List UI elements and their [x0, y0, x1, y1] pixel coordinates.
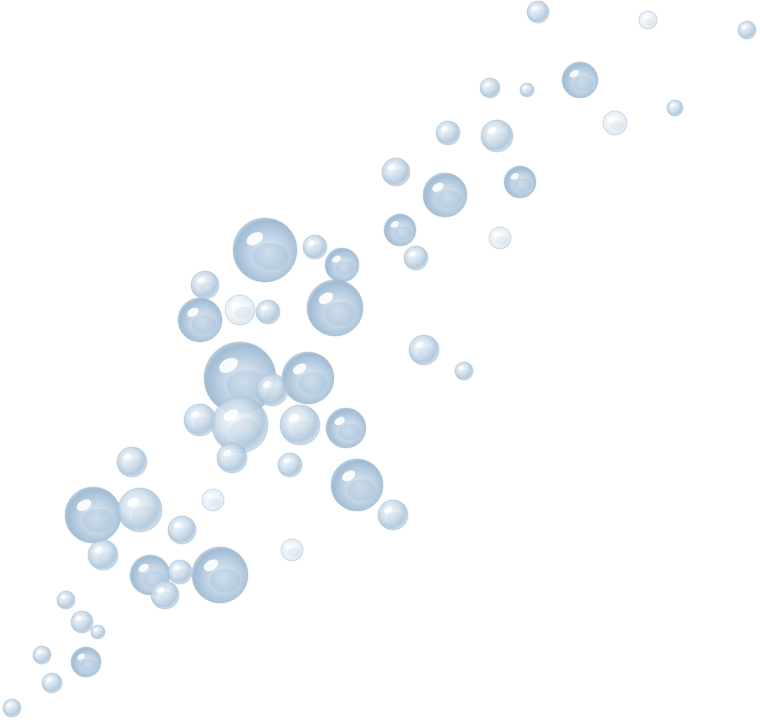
bubble — [377, 499, 409, 531]
bubble — [90, 624, 106, 640]
bubble — [279, 404, 321, 446]
bubble — [561, 61, 599, 99]
bubble — [277, 452, 303, 478]
bubble — [70, 646, 102, 678]
bubble — [325, 407, 367, 449]
bubble — [167, 559, 193, 585]
bubble — [190, 270, 220, 300]
bubble — [116, 446, 148, 478]
bubble — [255, 299, 281, 325]
bubble — [638, 10, 658, 30]
bubble — [150, 580, 180, 610]
bubble — [454, 361, 474, 381]
bubble — [2, 698, 22, 718]
bubble — [737, 20, 757, 40]
bubble — [232, 217, 298, 283]
bubble — [32, 645, 52, 665]
bubble — [479, 77, 501, 99]
bubble — [526, 0, 550, 24]
bubble — [64, 486, 122, 544]
bubble — [117, 487, 163, 533]
bubble — [224, 294, 256, 326]
bubble — [302, 234, 328, 260]
bubble — [306, 279, 364, 337]
bubble — [488, 226, 512, 250]
bubble — [408, 334, 440, 366]
bubble — [666, 99, 684, 117]
bubble — [503, 165, 537, 199]
bubble — [87, 539, 119, 571]
bubble — [403, 245, 429, 271]
bubble — [435, 120, 461, 146]
bubble — [191, 546, 249, 604]
bubble — [602, 110, 628, 136]
bubble — [281, 351, 335, 405]
bubble — [183, 403, 217, 437]
bubble — [41, 672, 63, 694]
bubble — [422, 172, 468, 218]
bubble — [211, 396, 269, 454]
bubble — [70, 610, 94, 634]
bubble — [519, 82, 535, 98]
bubble — [167, 515, 197, 545]
bubble — [201, 488, 225, 512]
bubble — [383, 213, 417, 247]
bubble — [381, 157, 411, 187]
bubble — [56, 590, 76, 610]
bubble — [255, 373, 289, 407]
bubble — [480, 119, 514, 153]
bubble — [177, 297, 223, 343]
bubble — [216, 442, 248, 474]
bubble — [280, 538, 304, 562]
bubble — [330, 458, 384, 512]
bubble — [324, 247, 360, 283]
